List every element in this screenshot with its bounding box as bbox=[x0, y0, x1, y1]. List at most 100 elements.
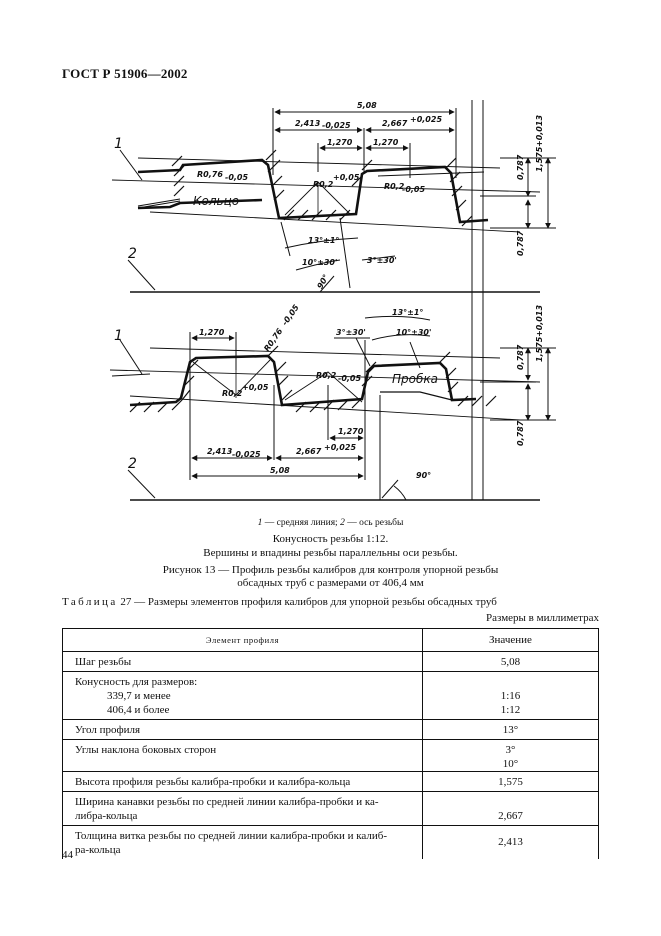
bot-r02-a: R0,2 bbox=[222, 389, 243, 398]
bot-width-label: 2,667 bbox=[296, 447, 322, 456]
row-value-sub: 2,667 bbox=[498, 810, 523, 822]
row-value: 2,667 bbox=[422, 791, 599, 826]
row-value-sub: 1:16 bbox=[500, 690, 521, 702]
top-h3: 0,787 bbox=[516, 230, 525, 256]
bot-thick-tol: -0,025 bbox=[232, 450, 261, 459]
line-1-label-bottom: 1 bbox=[114, 328, 123, 344]
bot-1270-b: 1,270 bbox=[338, 427, 364, 436]
caption-crests: Вершины и впадины резьбы параллельны оси… bbox=[203, 547, 458, 559]
thread-profile-drawing: 1 2 Кольцо 5,08 2,413 -0,025 2,667 +0,02… bbox=[109, 100, 556, 501]
row-name-line: Ширина канавки резьбы по средней линии к… bbox=[75, 796, 379, 808]
top-r02-b-tol: -0,05 bbox=[402, 185, 425, 194]
table-title: Таблица 27 — Размеры элементов профиля к… bbox=[62, 596, 497, 608]
plug-word: Пробка bbox=[392, 372, 438, 386]
profile-elements-table: Элемент профиля Значение Шаг резьбы 5,08… bbox=[62, 628, 599, 859]
ring-gauge-profile bbox=[111, 100, 556, 500]
bot-10deg: 10°±30' bbox=[396, 328, 431, 337]
bot-r076: R0,76 bbox=[262, 326, 284, 353]
table-row: Шаг резьбы 5,08 bbox=[62, 651, 599, 672]
table-units: Размеры в миллиметрах bbox=[486, 612, 599, 624]
table-row: Угол профиля 13° bbox=[62, 719, 599, 740]
bot-h3: 0,787 bbox=[516, 420, 525, 446]
row-name-sub: 339,7 и менее bbox=[107, 690, 171, 702]
row-value-sub: 10° bbox=[502, 758, 519, 770]
legend-number-2: 2 bbox=[340, 518, 345, 528]
bot-r02-b: R0,2 bbox=[316, 371, 337, 380]
line-2-label-bottom: 2 bbox=[128, 456, 137, 472]
table-row: Ширина канавки резьбы по средней линии к… bbox=[62, 791, 599, 826]
top-r02-b: R0,2 bbox=[384, 182, 405, 191]
header-element: Элемент профиля bbox=[62, 628, 423, 652]
bot-r076-tol: -0,05 bbox=[280, 303, 301, 327]
row-name-sub: 406,4 и более bbox=[107, 704, 170, 716]
top-h2-tol: +0,013 bbox=[535, 115, 544, 147]
bot-thick-label: 2,413 bbox=[207, 447, 233, 456]
row-name-line: ра-кольца bbox=[75, 844, 121, 856]
row-value: 5,08 bbox=[422, 651, 599, 672]
top-width-tol: +0,025 bbox=[410, 115, 442, 124]
ring-gauge-labels: 1 2 Кольцо 5,08 2,413 -0,025 2,667 +0,02… bbox=[114, 101, 544, 290]
figure-title: Рисунок 13 — Профиль резьбы калибров для… bbox=[162, 564, 499, 576]
row-name: Конусность для размеров: 339,7 и менее 4… bbox=[62, 671, 423, 720]
ring-word: Кольцо bbox=[193, 194, 239, 208]
row-name: Шаг резьбы bbox=[62, 651, 423, 672]
figure-legend: 1 — средняя линия; 2 — ось резьбы bbox=[0, 516, 661, 530]
row-value: 1,575 bbox=[422, 771, 599, 792]
row-value: 2,413 bbox=[422, 825, 599, 859]
bot-h2: 1,575 bbox=[535, 336, 544, 362]
top-3deg: 3°±30' bbox=[367, 256, 397, 265]
row-name-main: Конусность для размеров: bbox=[75, 676, 198, 688]
bot-1270-a: 1,270 bbox=[199, 328, 225, 337]
row-value: 13° bbox=[422, 719, 599, 740]
bot-h2-tol: +0,013 bbox=[535, 305, 544, 337]
row-value-sub: 1:12 bbox=[500, 704, 521, 716]
top-1270-a: 1,270 bbox=[327, 138, 353, 147]
row-value: 1:16 1:12 bbox=[422, 671, 599, 720]
top-r02-a-tol: +0,05 bbox=[333, 173, 360, 182]
bot-90deg: 90° bbox=[416, 471, 431, 480]
row-name-line: Толщина витка резьбы по средней линии ка… bbox=[75, 830, 388, 842]
top-h1: 0,787 bbox=[516, 154, 525, 180]
bot-h1: 0,787 bbox=[516, 344, 525, 370]
row-name: Угол профиля bbox=[62, 719, 423, 740]
table-title-text: 27 — Размеры элементов профиля калибров … bbox=[117, 596, 497, 608]
table-row: Углы наклона боковых сторон 3° 10° bbox=[62, 739, 599, 772]
line-1-label-top: 1 bbox=[114, 136, 123, 152]
top-h2: 1,575 bbox=[535, 146, 544, 172]
top-13deg: 13°±1° bbox=[308, 236, 339, 245]
legend-number-1: 1 bbox=[257, 518, 263, 528]
top-1270-b: 1,270 bbox=[373, 138, 399, 147]
row-name: Толщина витка резьбы по средней линии ка… bbox=[62, 825, 423, 859]
caption-taper: Конусность резьбы 1:12. bbox=[272, 533, 389, 545]
top-10deg: 10°±30' bbox=[302, 258, 337, 267]
row-name: Углы наклона боковых сторон bbox=[62, 739, 423, 772]
bot-13deg: 13°±1° bbox=[392, 308, 423, 317]
line-2-label-top: 2 bbox=[128, 246, 137, 262]
bot-r02-a-tol: +0,05 bbox=[242, 383, 269, 392]
page-number: 44 bbox=[62, 849, 73, 861]
legend-text-2: — ось резьбы bbox=[344, 518, 404, 528]
table-row: Конусность для размеров: 339,7 и менее 4… bbox=[62, 671, 599, 720]
top-thick-tol: -0,025 bbox=[322, 121, 351, 130]
top-thick-label: 2,413 bbox=[295, 119, 321, 128]
figure-title-cont: обсадных труб с размерами от 406,4 мм bbox=[237, 577, 424, 589]
row-value-sub: 2,413 bbox=[498, 836, 523, 848]
bot-3deg: 3°±30' bbox=[336, 328, 366, 337]
bot-width-tol: +0,025 bbox=[324, 443, 356, 452]
legend-text-1: — средняя линия; bbox=[262, 518, 341, 528]
bot-r02-b-tol: -0,05 bbox=[338, 374, 361, 383]
table-row: Высота профиля резьбы калибра-пробки и к… bbox=[62, 771, 599, 792]
row-name-line: либра-кольца bbox=[75, 810, 138, 822]
plug-gauge-profile bbox=[109, 315, 556, 501]
top-r076-tol: -0,05 bbox=[225, 173, 248, 182]
document-code: ГОСТ Р 51906—2002 bbox=[62, 66, 188, 81]
top-r02-a: R0,2 bbox=[313, 180, 334, 189]
top-pitch-label: 5,08 bbox=[357, 101, 377, 110]
row-name: Высота профиля резьбы калибра-пробки и к… bbox=[62, 771, 423, 792]
plug-gauge-labels: 1 2 Пробка 1,270 R0,76 -0,05 R0,2 +0,05 … bbox=[114, 303, 544, 480]
table-title-label: Таблица bbox=[62, 596, 118, 608]
row-value-sub: 3° bbox=[505, 744, 516, 756]
top-r076: R0,76 bbox=[197, 170, 223, 179]
header-value: Значение bbox=[422, 628, 599, 652]
top-width-label: 2,667 bbox=[382, 119, 408, 128]
